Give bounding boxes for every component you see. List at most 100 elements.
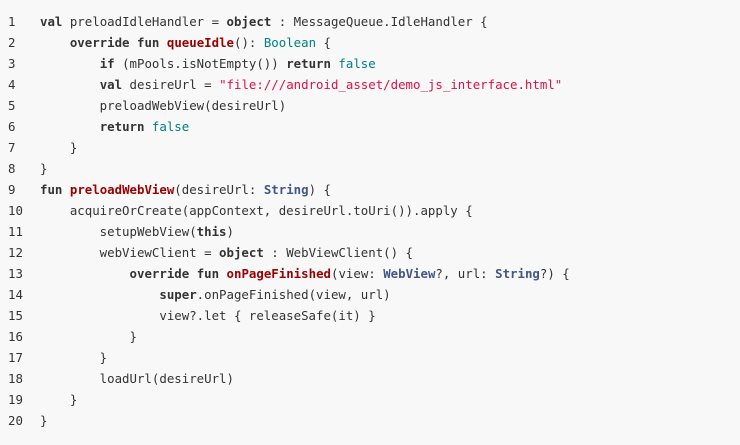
line-number: 17 (8, 350, 23, 365)
keyword-token: val (40, 14, 63, 29)
code-token (219, 266, 226, 281)
code-token: (view: (330, 266, 384, 281)
code-token: ?) { (539, 266, 570, 281)
code-token: : WebViewClient() { (263, 245, 414, 260)
type-token: String (495, 266, 540, 281)
keyword-token: if (99, 56, 115, 71)
code-token (130, 35, 137, 50)
line-text: val preloadIdleHandler = object : Messag… (16, 11, 488, 32)
code-line: 14 super.onPageFinished(view, url) (0, 284, 740, 305)
line-text: } (16, 410, 47, 431)
code-token: (): (234, 35, 264, 50)
line-number: 2 (8, 35, 16, 50)
code-token: } (40, 140, 78, 155)
code-token: preloadWebView(desireUrl) (40, 98, 287, 113)
code-line: 4 val desireUrl = "file:///android_asset… (0, 74, 740, 95)
code-token (40, 119, 100, 134)
code-token (144, 119, 151, 134)
keyword-token: this (196, 224, 227, 239)
line-number: 16 (8, 329, 23, 344)
line-number: 10 (8, 203, 23, 218)
line-text: override fun onPageFinished(view: WebVie… (16, 263, 570, 284)
line-text: preloadWebView(desireUrl) (16, 95, 287, 116)
code-line: 20} (0, 410, 740, 431)
line-number: 9 (8, 182, 16, 197)
keyword-token: object (219, 245, 264, 260)
code-token: (mPools.isNotEmpty()) (114, 56, 287, 71)
line-text: fun preloadWebView(desireUrl: String) { (16, 179, 331, 200)
line-number: 14 (8, 287, 23, 302)
code-line: 13 override fun onPageFinished(view: Web… (0, 263, 740, 284)
function-name-token: onPageFinished (226, 266, 331, 281)
function-name-token: queueIdle (166, 35, 234, 50)
line-number: 13 (8, 266, 23, 281)
code-line: 18 loadUrl(desireUrl) (0, 368, 740, 389)
line-number: 18 (8, 371, 23, 386)
type-token: String (263, 182, 309, 197)
code-token (40, 287, 159, 302)
line-number: 8 (8, 161, 16, 176)
code-token: desireUrl = (122, 77, 220, 92)
keyword-token: return (286, 56, 331, 71)
code-token (40, 266, 130, 281)
keyword-token: val (99, 77, 123, 92)
code-line: 17 } (0, 347, 740, 368)
line-number: 11 (8, 224, 23, 239)
function-name-token: preloadWebView (69, 182, 175, 197)
code-token (159, 35, 166, 50)
line-text: override fun queueIdle(): Boolean { (16, 32, 331, 53)
code-token: ?, url: (435, 266, 496, 281)
keyword-token: super (159, 287, 197, 302)
code-line: 5 preloadWebView(desireUrl) (0, 95, 740, 116)
line-number: 4 (8, 77, 16, 92)
line-text: } (16, 389, 77, 410)
code-line: 3 if (mPools.isNotEmpty()) return false (0, 53, 740, 74)
code-token: setupWebView( (40, 224, 197, 239)
code-token: ) (226, 224, 234, 239)
keyword-token: return (99, 119, 145, 134)
code-line: 12 webViewClient = object : WebViewClien… (0, 242, 740, 263)
code-token (62, 182, 69, 197)
code-token: } (40, 350, 108, 365)
keyword-token: override (69, 35, 130, 50)
code-token (40, 56, 100, 71)
literal-token: Boolean (263, 35, 317, 50)
code-token (40, 35, 70, 50)
code-line: 2 override fun queueIdle(): Boolean { (0, 32, 740, 53)
line-number: 15 (8, 308, 23, 323)
literal-token: false (338, 56, 376, 71)
keyword-token: object (226, 14, 272, 29)
line-text: return false (16, 116, 190, 137)
line-number: 12 (8, 245, 23, 260)
code-token: } (40, 392, 78, 407)
line-number: 20 (8, 413, 23, 428)
keyword-token: override (129, 266, 190, 281)
code-line: 7 } (0, 137, 740, 158)
code-line: 19 } (0, 389, 740, 410)
line-text: val desireUrl = "file:///android_asset/d… (16, 74, 563, 95)
line-text: setupWebView(this) (16, 221, 234, 242)
string-token: "file:///android_asset/demo_js_interface… (219, 77, 563, 92)
line-text: view?.let { releaseSafe(it) } (16, 305, 376, 326)
code-line: 10 acquireOrCreate(appContext, desireUrl… (0, 200, 740, 221)
code-line: 15 view?.let { releaseSafe(it) } (0, 305, 740, 326)
code-token: preloadIdleHandler = (62, 14, 227, 29)
line-number: 3 (8, 56, 16, 71)
code-token: view?.let { releaseSafe(it) } (40, 308, 376, 323)
code-line: 6 return false (0, 116, 740, 137)
line-number: 6 (8, 119, 16, 134)
code-token: (desireUrl: (174, 182, 264, 197)
code-token: .onPageFinished(view, url) (196, 287, 391, 302)
line-number: 7 (8, 140, 16, 155)
line-text: if (mPools.isNotEmpty()) return false (16, 53, 376, 74)
type-token: WebView (383, 266, 436, 281)
code-token: } (40, 329, 137, 344)
line-number: 5 (8, 98, 16, 113)
code-token: webViewClient = (40, 245, 220, 260)
code-token: loadUrl(desireUrl) (40, 371, 234, 386)
keyword-token: fun (137, 35, 160, 50)
line-text: super.onPageFinished(view, url) (16, 284, 391, 305)
